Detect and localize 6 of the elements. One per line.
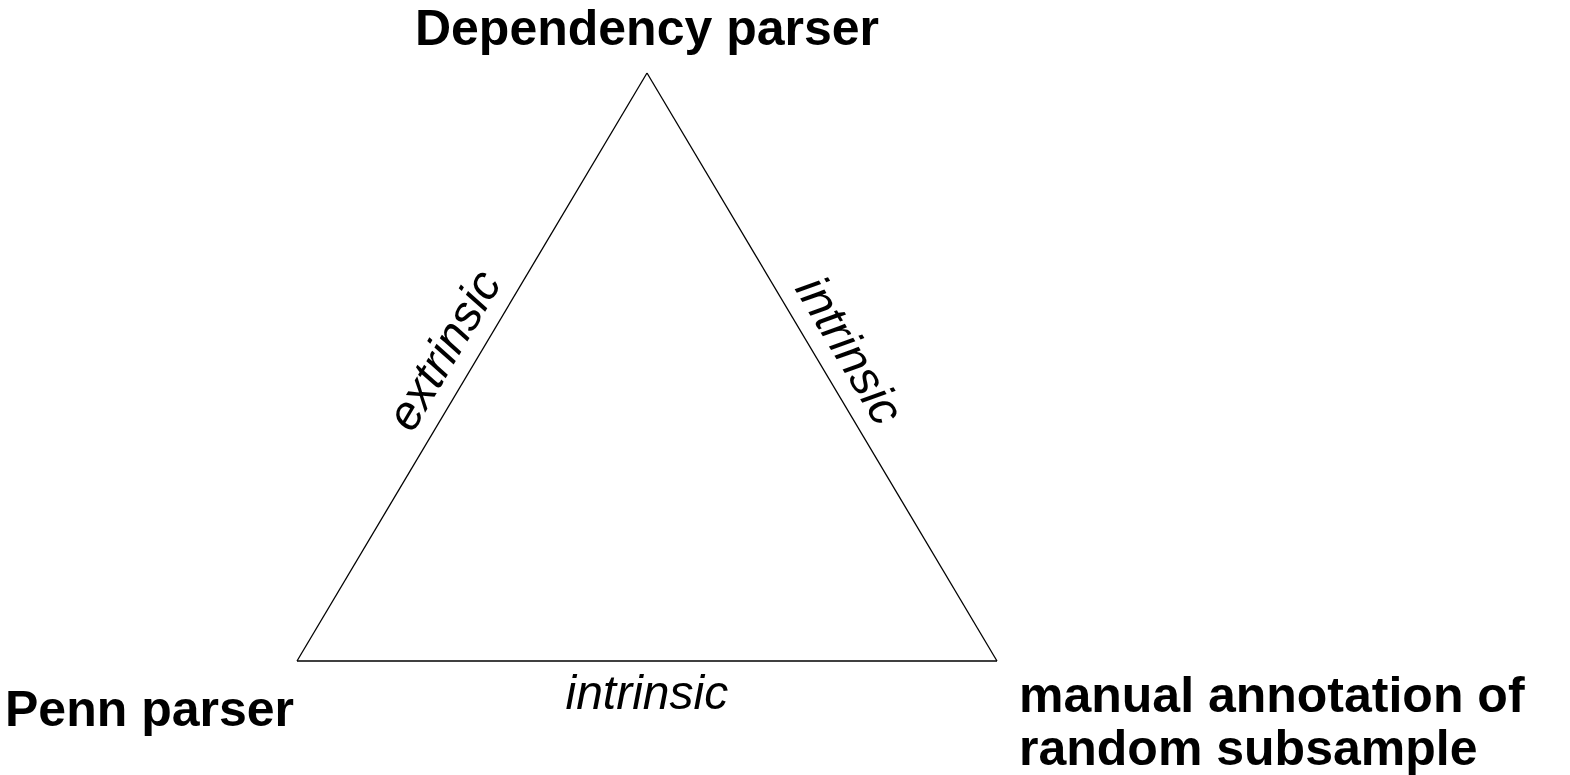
- vertex-label: Dependency parser: [387, 2, 907, 73]
- triangle-side-line: [646, 72, 998, 662]
- triangle-side-line: [296, 72, 648, 662]
- vertex-label: Penn parser: [5, 661, 297, 735]
- triangle-side-line: [296, 660, 998, 662]
- vertex-label: manual annotation of random subsample: [997, 661, 1569, 774]
